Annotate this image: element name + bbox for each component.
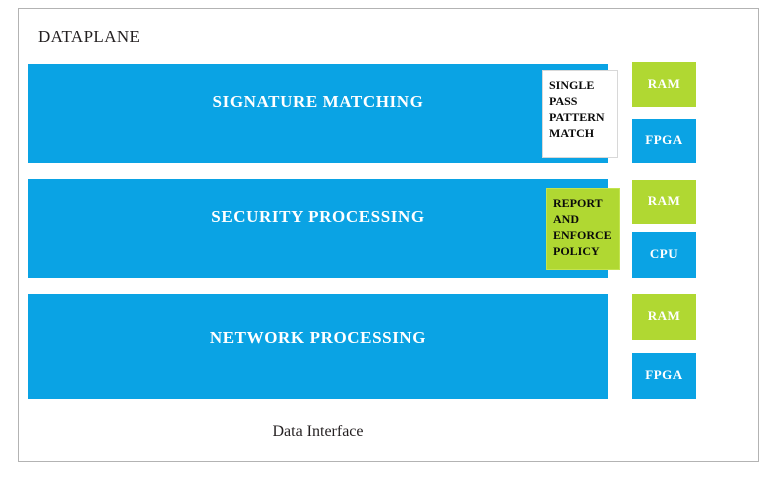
- hardware-chip-fpga[interactable]: FPGA: [632, 119, 696, 163]
- layer-network-processing[interactable]: NETWORK PROCESSING: [28, 294, 608, 399]
- chip-label: FPGA: [645, 132, 683, 147]
- note-single-pass-pattern-match: SINGLE PASS PATTERN MATCH: [542, 70, 618, 158]
- note-line: AND: [553, 212, 579, 226]
- chip-label: RAM: [647, 308, 681, 323]
- note-line: POLICY: [553, 244, 600, 258]
- hardware-chip-fpga[interactable]: FPGA: [632, 353, 696, 399]
- note-line: SINGLE: [549, 78, 595, 92]
- note-report-and-enforce-policy: REPORT AND ENFORCE POLICY: [546, 188, 620, 270]
- note-line: REPORT: [553, 196, 603, 210]
- layer-security-processing[interactable]: SECURITY PROCESSING REPORT AND ENFORCE P…: [28, 179, 620, 278]
- note-line: PATTERN: [549, 110, 605, 124]
- note-line: MATCH: [549, 126, 595, 140]
- hardware-chip-ram[interactable]: RAM: [632, 294, 696, 340]
- hardware-chip-ram[interactable]: RAM: [632, 180, 696, 224]
- data-interface-label: Data Interface: [272, 423, 364, 440]
- layer-title: SECURITY PROCESSING: [211, 207, 425, 226]
- hardware-chip-ram[interactable]: RAM: [632, 62, 696, 107]
- chip-label: CPU: [649, 246, 679, 261]
- layer-signature-matching[interactable]: SIGNATURE MATCHING SINGLE PASS PATTERN M…: [28, 64, 618, 163]
- chip-label: RAM: [647, 76, 681, 91]
- hardware-chip-cpu[interactable]: CPU: [632, 232, 696, 278]
- chip-label: RAM: [647, 193, 681, 208]
- note-line: ENFORCE: [553, 228, 612, 242]
- page-title: DATAPLANE: [38, 27, 141, 46]
- layer-title: NETWORK PROCESSING: [209, 328, 427, 347]
- note-line: PASS: [549, 94, 578, 108]
- chip-label: FPGA: [645, 367, 683, 382]
- layer-title: SIGNATURE MATCHING: [212, 92, 424, 111]
